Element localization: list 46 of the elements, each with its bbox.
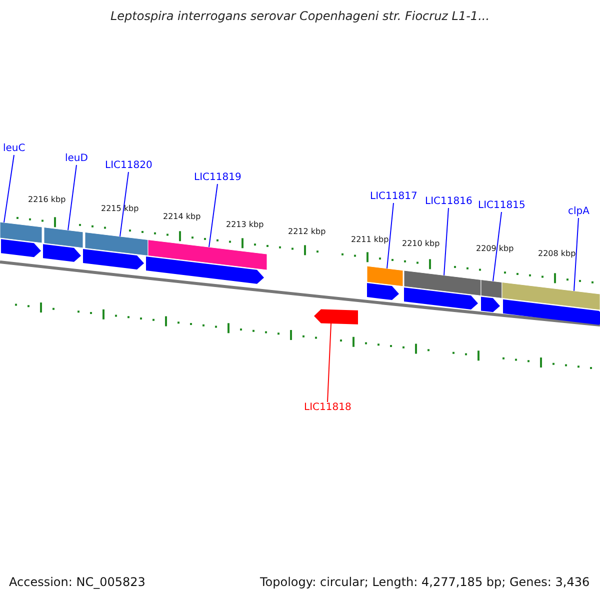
leader-line <box>68 164 77 231</box>
leader-line <box>208 184 218 248</box>
gene-label: leuD <box>65 154 88 164</box>
gene-label: LIC11820 <box>105 161 152 171</box>
gene-bar <box>480 279 502 298</box>
gene-label: LIC11815 <box>478 201 526 211</box>
leader-line <box>4 154 14 223</box>
gene-bar <box>366 266 404 287</box>
coding-sequence-block <box>43 244 81 262</box>
gene-bar <box>0 222 42 244</box>
gene-label: LIC11816 <box>425 197 472 207</box>
coding-sequence-block <box>404 287 478 310</box>
coding-sequence-block <box>1 239 41 258</box>
scale-label: 2213 kbp <box>226 221 264 229</box>
coding-sequence-block <box>503 299 600 325</box>
gene-label: LIC11818 <box>304 403 352 413</box>
gene-bar <box>44 227 84 248</box>
gene-label: LIC11817 <box>370 192 418 202</box>
footer-text: Accession: NC_005823 <box>9 576 146 588</box>
gene-label: leuC <box>3 144 26 154</box>
scale-label: 2208 kbp <box>538 250 576 258</box>
coding-sequence-block <box>481 296 500 312</box>
gene-bar <box>84 232 148 256</box>
coding-sequence-block <box>367 283 399 300</box>
leader-line <box>120 172 129 237</box>
gene-bar <box>148 240 268 270</box>
footer-text: Topology: circular; Length: 4,277,185 bp; Genes: 3,436 <box>260 576 590 588</box>
gene-bar <box>502 282 600 310</box>
coding-sequence-block <box>314 309 358 324</box>
coding-sequence-block <box>146 256 264 284</box>
leader-line <box>327 323 332 402</box>
scale-label: 2211 kbp <box>351 236 389 244</box>
scale-label: 2212 kbp <box>288 228 326 236</box>
scale-label: 2209 kbp <box>476 245 514 253</box>
leader-line <box>574 218 579 292</box>
leader-line <box>444 208 449 276</box>
coding-sequence-block <box>83 248 144 270</box>
scale-label: 2216 kbp <box>28 196 66 204</box>
scale-label: 2214 kbp <box>163 213 201 221</box>
leader-line <box>492 212 502 282</box>
title: Leptospira interrogans serovar Copenhageni str. Fiocruz L1-1... <box>109 10 491 22</box>
gene-label: LIC11819 <box>194 173 242 183</box>
gene-label: clpA <box>568 207 590 217</box>
scale-label: 2215 kbp <box>101 205 139 213</box>
scale-label: 2210 kbp <box>402 240 440 248</box>
leader-line <box>386 202 394 269</box>
